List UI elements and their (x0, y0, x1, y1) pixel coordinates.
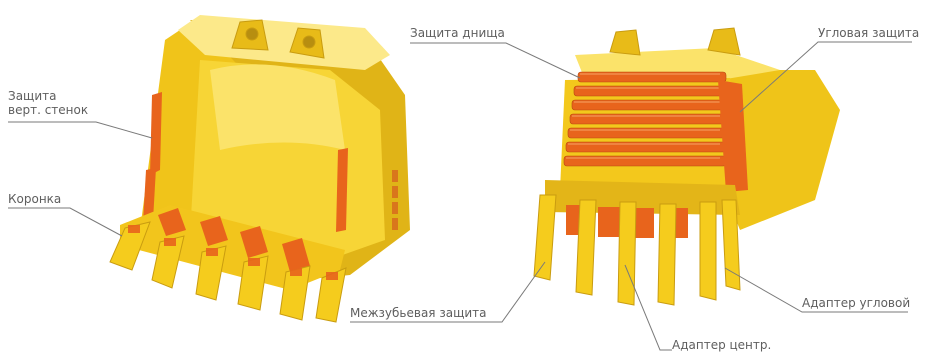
right-tooth-3 (618, 202, 636, 305)
right-tooth-4 (658, 204, 676, 305)
label-bottom-protection: Защита днища (410, 26, 505, 40)
label-adapter-corner: Адаптер угловой (802, 296, 910, 310)
right-tooth-2 (576, 200, 596, 295)
label-side-wall-protection: Защита верт. стенок (8, 89, 108, 117)
leader-bottom (410, 43, 580, 78)
leader-tooth (8, 208, 122, 236)
label-tooth: Коронка (8, 192, 61, 206)
label-inter-tooth-protection: Межзубьевая защита (350, 306, 487, 320)
right-bottom-protection (564, 72, 726, 166)
right-tooth-1 (534, 195, 556, 280)
right-tooth-5 (700, 202, 716, 300)
right-bucket (534, 28, 840, 305)
label-adapter-center: Адаптер центр. (672, 338, 771, 352)
label-corner-protection: Угловая защита (818, 26, 919, 40)
left-bucket-back-panel (210, 64, 345, 150)
leader-side-wall (8, 122, 152, 138)
left-bucket (110, 15, 410, 322)
